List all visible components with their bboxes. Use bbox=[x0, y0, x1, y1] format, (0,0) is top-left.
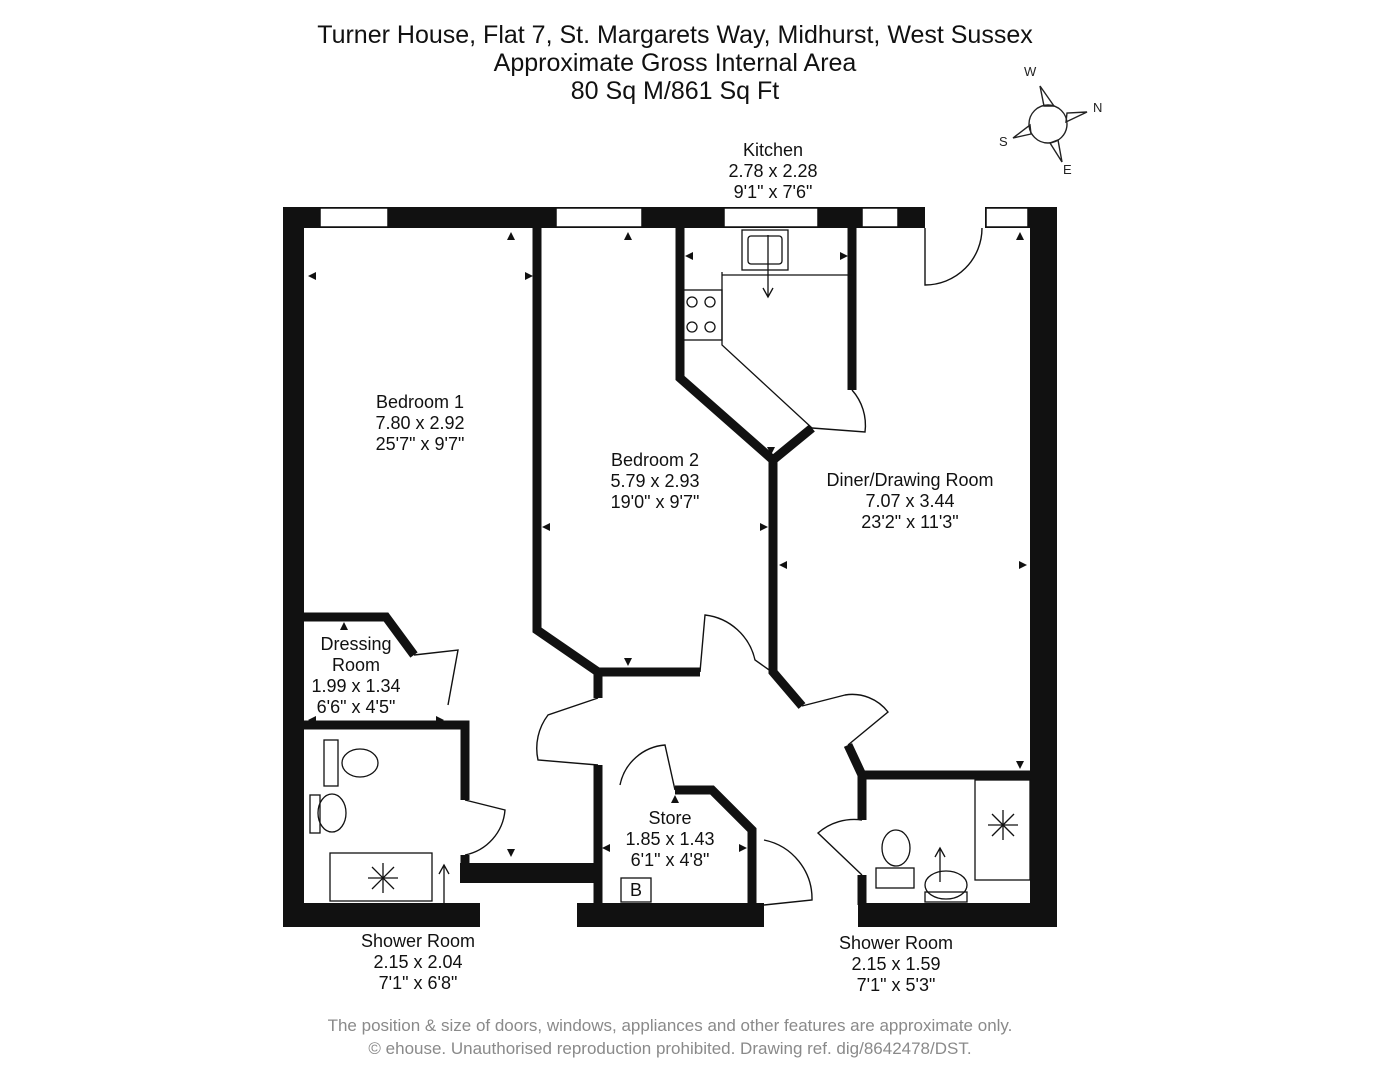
diner-label: Diner/Drawing Room 7.07 x 3.44 23'2" x 1… bbox=[826, 470, 993, 533]
room-imperial: 19'0" x 9'7" bbox=[610, 492, 700, 512]
area-caption: Approximate Gross Internal Area bbox=[493, 49, 857, 77]
doors bbox=[413, 227, 983, 906]
bedroom1-label: Bedroom 1 7.80 x 2.92 25'7" x 9'7" bbox=[375, 392, 464, 455]
room-name: Kitchen bbox=[742, 140, 804, 160]
room-imperial: 9'1" x 7'6" bbox=[733, 182, 813, 202]
room-name: Bedroom 1 bbox=[375, 392, 465, 412]
compass-n: N bbox=[1093, 100, 1103, 115]
store-label: Store 1.85 x 1.43 6'1" x 4'8" bbox=[625, 808, 714, 871]
dimension-arrows bbox=[308, 232, 1027, 857]
kitchen-fittings bbox=[681, 229, 852, 429]
kitchen-label: Kitchen 2.78 x 2.28 9'1" x 7'6" bbox=[728, 140, 817, 203]
shower-room-2-label: Shower Room 2.15 x 1.59 7'1" x 5'3" bbox=[839, 933, 953, 996]
disclaimer: The position & size of doors, windows, a… bbox=[327, 1016, 1013, 1035]
boiler-icon bbox=[620, 877, 652, 903]
basin-icon bbox=[309, 794, 321, 834]
wc-icon bbox=[323, 739, 339, 787]
room-metric: 7.07 x 3.44 bbox=[865, 491, 955, 511]
shower-room-1-label: Shower Room 2.15 x 2.04 7'1" x 6'8" bbox=[361, 931, 475, 994]
room-name-2: Room bbox=[331, 655, 381, 675]
room-name: Dressing bbox=[320, 634, 392, 654]
room-imperial: 7'1" x 6'8" bbox=[378, 973, 458, 993]
room-name: Store bbox=[648, 808, 692, 828]
room-imperial: 6'1" x 4'8" bbox=[630, 850, 710, 870]
compass-icon bbox=[1012, 85, 1088, 163]
hob-icon bbox=[681, 289, 723, 341]
room-imperial: 7'1" x 5'3" bbox=[856, 975, 936, 995]
compass-s: S bbox=[999, 134, 1008, 149]
room-name: Shower Room bbox=[838, 933, 954, 953]
windows bbox=[319, 207, 1029, 228]
room-name: Shower Room bbox=[360, 931, 476, 951]
room-metric: 2.78 x 2.28 bbox=[728, 161, 818, 181]
area-value: 80 Sq M/861 Sq Ft bbox=[570, 77, 780, 105]
compass-w: W bbox=[1024, 64, 1037, 79]
room-metric: 2.15 x 2.04 bbox=[373, 952, 463, 972]
shower-tray-icon bbox=[329, 852, 433, 902]
room-name: Diner/Drawing Room bbox=[826, 470, 994, 490]
compass-e: E bbox=[1063, 162, 1072, 177]
room-imperial: 6'6" x 4'5" bbox=[316, 697, 396, 717]
room-metric: 1.85 x 1.43 bbox=[625, 829, 715, 849]
bedroom2-label: Bedroom 2 5.79 x 2.93 19'0" x 9'7" bbox=[610, 450, 699, 513]
copyright: © ehouse. Unauthorised reproduction proh… bbox=[368, 1039, 972, 1058]
dressing-room-label: Dressing Room 1.99 x 1.34 6'6" x 4'5" bbox=[311, 634, 400, 718]
interior-walls bbox=[304, 228, 1032, 905]
room-metric: 5.79 x 2.93 bbox=[610, 471, 700, 491]
basin-icon-2 bbox=[924, 891, 968, 903]
plan-title: Turner House, Flat 7, St. Margarets Way,… bbox=[317, 21, 1033, 49]
sink-icon bbox=[741, 229, 789, 271]
room-metric: 2.15 x 1.59 bbox=[851, 954, 941, 974]
wc-icon-2 bbox=[875, 867, 915, 889]
bathroom-fittings bbox=[309, 739, 1031, 903]
shower-tray-icon-2 bbox=[974, 779, 1031, 881]
room-metric: 1.99 x 1.34 bbox=[311, 676, 401, 696]
room-metric: 7.80 x 2.92 bbox=[375, 413, 465, 433]
room-imperial: 23'2" x 11'3" bbox=[861, 512, 959, 532]
boiler-label: B bbox=[629, 880, 643, 900]
room-imperial: 25'7" x 9'7" bbox=[375, 434, 465, 454]
room-name: Bedroom 2 bbox=[610, 450, 700, 470]
